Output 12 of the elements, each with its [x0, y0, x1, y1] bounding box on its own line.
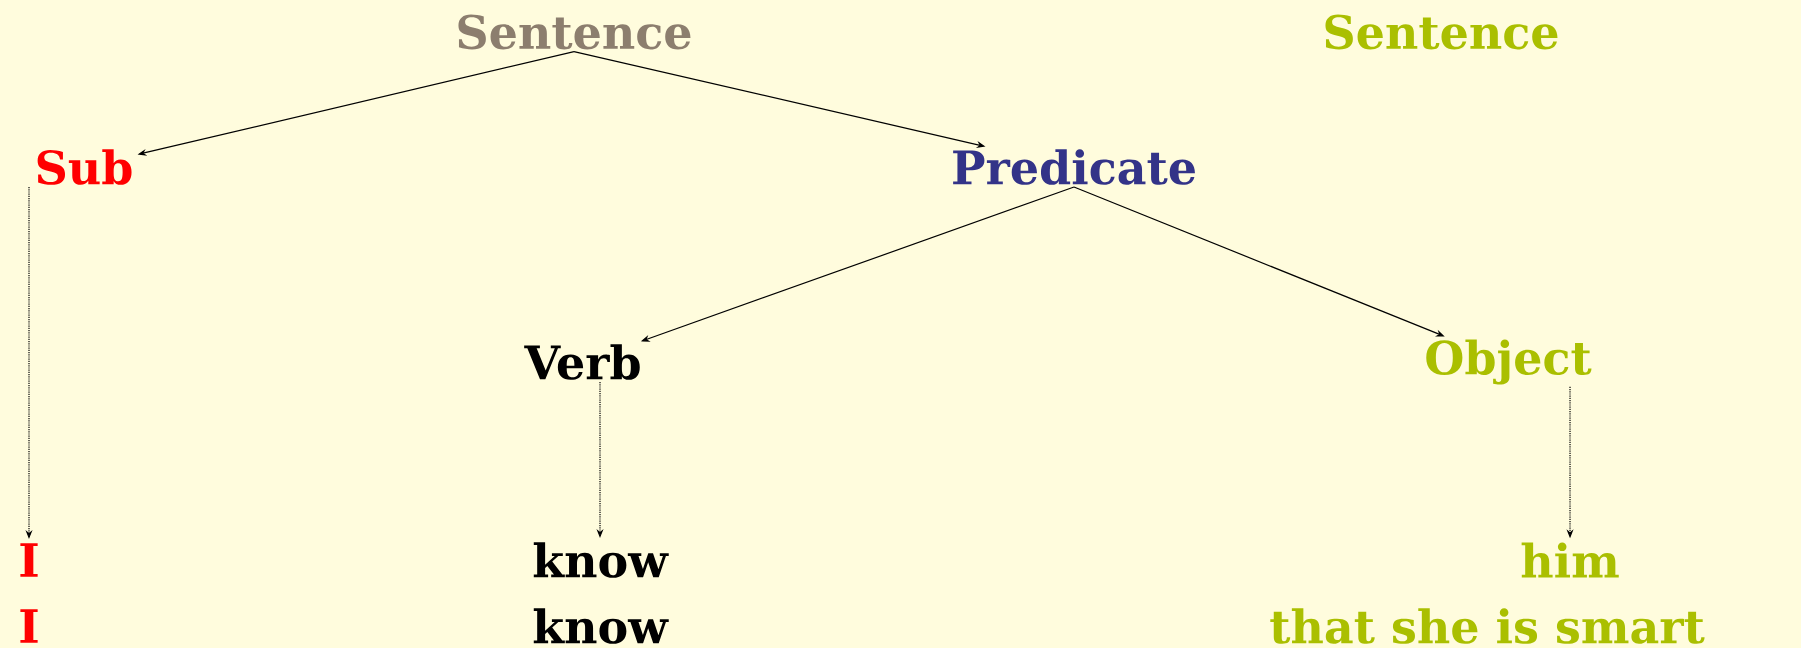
- text-label: Sentence: [1325, 14, 1558, 50]
- tree-label: Predicate: [953, 149, 1195, 185]
- tree-label: him: [1521, 542, 1619, 578]
- tree-label: I: [20, 543, 38, 577]
- text-label: that she is smart: [1270, 608, 1705, 644]
- tree-label: Sentence: [458, 14, 691, 50]
- tree-label: Sub: [37, 149, 132, 185]
- tree-label: know: [533, 542, 669, 578]
- text-label: know: [533, 608, 669, 644]
- text-label: I: [20, 609, 38, 643]
- tree-label: Verb: [524, 344, 640, 380]
- tree-label: Object: [1426, 339, 1592, 385]
